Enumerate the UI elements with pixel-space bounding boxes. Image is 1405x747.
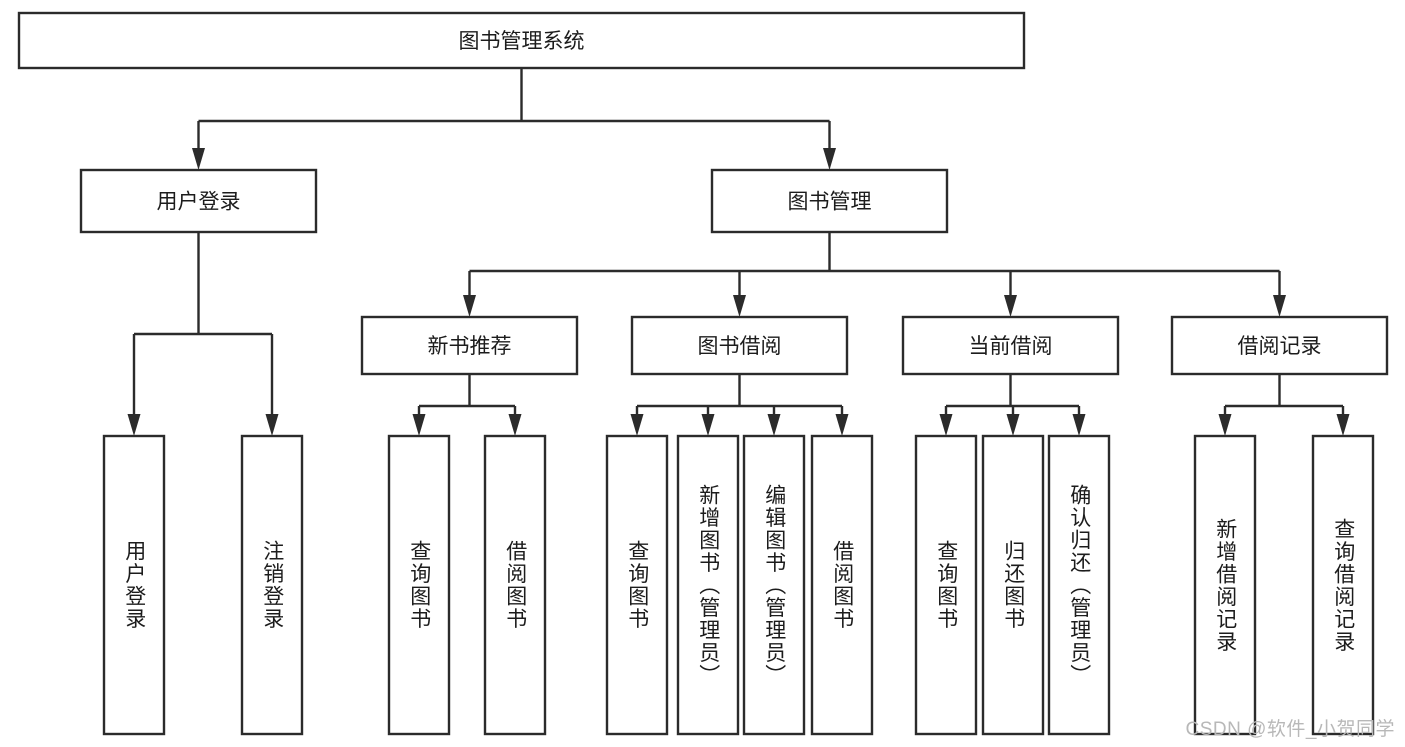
arrow-head-icon: [1004, 295, 1017, 317]
node-box-user-login[interactable]: [79, 168, 318, 234]
arrow-head-icon: [1273, 295, 1286, 317]
arrow-head-icon: [508, 414, 522, 436]
node-box-leaf-query-book-current[interactable]: [914, 434, 978, 736]
arrow-head-icon: [939, 414, 953, 436]
arrow-head-icon: [1006, 414, 1020, 436]
node-box-leaf-query-book-recommend[interactable]: [387, 434, 451, 736]
node-label-book-borrow: 图书借阅: [698, 335, 782, 358]
arrow-head-icon: [701, 414, 715, 436]
node-box-leaf-borrow-book[interactable]: [810, 434, 874, 736]
arrow-head-icon: [630, 414, 644, 436]
connector-layer: [127, 68, 1350, 436]
arrow-head-icon: [733, 295, 746, 317]
node-label-book-management: 图书管理: [788, 191, 872, 214]
arrow-head-icon: [767, 414, 781, 436]
node-box-leaf-add-borrow-record[interactable]: [1193, 434, 1257, 736]
node-box-leaf-confirm-return-admin[interactable]: [1047, 434, 1111, 736]
node-box-root[interactable]: [17, 11, 1026, 70]
node-box-book-management[interactable]: [710, 168, 949, 234]
node-box-leaf-logout-login[interactable]: [240, 434, 304, 736]
arrow-head-icon: [412, 414, 426, 436]
node-label-new-book-recommend: 新书推荐: [428, 335, 512, 358]
node-box-leaf-borrow-book-recommend[interactable]: [483, 434, 547, 736]
arrow-head-icon: [835, 414, 849, 436]
arrow-head-icon: [127, 414, 141, 436]
node-box-leaf-add-book-admin[interactable]: [676, 434, 740, 736]
node-label-user-login: 用户登录: [157, 191, 241, 214]
arrow-head-icon: [192, 148, 205, 170]
node-label-current-borrow: 当前借阅: [969, 335, 1053, 358]
node-box-leaf-query-book-borrow[interactable]: [605, 434, 669, 736]
node-box-leaf-query-borrow-record[interactable]: [1311, 434, 1375, 736]
node-box-borrow-record[interactable]: [1170, 315, 1389, 376]
node-box-new-book-recommend[interactable]: [360, 315, 579, 376]
node-label-root: 图书管理系统: [459, 30, 585, 53]
arrow-head-icon: [1072, 414, 1086, 436]
node-box-current-borrow[interactable]: [901, 315, 1120, 376]
arrow-head-icon: [1336, 414, 1350, 436]
arrow-head-icon: [463, 295, 476, 317]
node-box-layer: [17, 11, 1389, 736]
arrow-head-icon: [265, 414, 279, 436]
node-box-leaf-user-login[interactable]: [102, 434, 166, 736]
arrow-head-icon: [1218, 414, 1232, 436]
node-box-leaf-edit-book-admin[interactable]: [742, 434, 806, 736]
arrow-head-icon: [823, 148, 836, 170]
node-box-leaf-return-book[interactable]: [981, 434, 1045, 736]
node-box-book-borrow[interactable]: [630, 315, 849, 376]
node-label-borrow-record: 借阅记录: [1238, 335, 1322, 358]
